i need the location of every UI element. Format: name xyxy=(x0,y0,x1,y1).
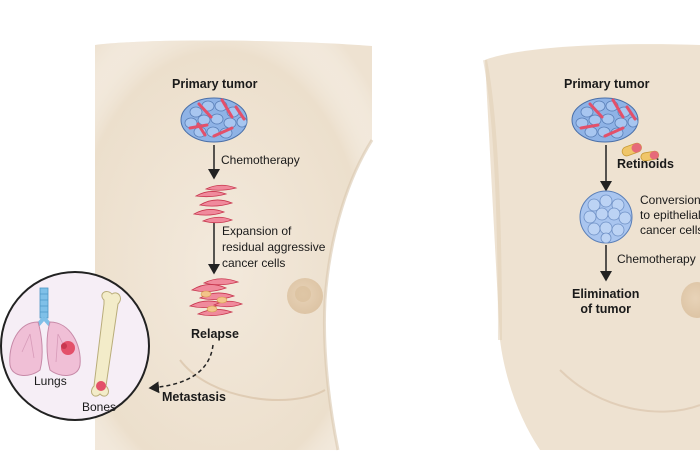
expansion-line-3: cancer cells xyxy=(222,256,286,270)
elimination-line-1: Elimination xyxy=(572,287,640,301)
expansion-label: Expansion of residual aggressive cancer … xyxy=(222,223,325,271)
conversion-line-2: to epithelial xyxy=(640,208,700,222)
right-chemotherapy-label: Chemotherapy xyxy=(617,252,696,266)
metastasis-label: Metastasis xyxy=(162,390,226,404)
expansion-line-2: residual aggressive xyxy=(222,240,326,254)
right-primary-tumor-label: Primary tumor xyxy=(564,77,650,91)
left-torso xyxy=(95,40,374,451)
conversion-label: Conversion to epithelial cancer cells xyxy=(640,193,700,238)
epithelial-sphere-icon xyxy=(579,190,633,244)
lungs-icon xyxy=(9,287,81,376)
mesenchymal-cells-icon xyxy=(192,184,238,224)
retinoids-label: Retinoids xyxy=(617,157,674,171)
lungs-label: Lungs xyxy=(34,374,67,388)
right-torso xyxy=(483,44,700,451)
relapse-cells-icon xyxy=(188,278,244,316)
left-chemotherapy-label: Chemotherapy xyxy=(221,153,300,167)
elimination-label: Elimination of tumor xyxy=(572,287,639,317)
relapse-label: Relapse xyxy=(191,327,239,341)
right-primary-tumor-icon xyxy=(571,97,639,143)
elimination-line-2: of tumor xyxy=(580,302,632,316)
conversion-line-1: Conversion xyxy=(640,193,700,207)
metastasis-arrow xyxy=(148,344,214,394)
left-primary-tumor-icon xyxy=(180,97,248,143)
bone-icon xyxy=(91,291,121,397)
retinoid-capsule-icon xyxy=(621,142,660,162)
left-primary-tumor-label: Primary tumor xyxy=(172,77,258,91)
bones-label: Bones xyxy=(82,400,117,414)
conversion-line-3: cancer cells xyxy=(640,223,700,237)
metastasis-inset xyxy=(0,271,150,421)
expansion-line-1: Expansion of xyxy=(222,224,292,238)
right-nipple xyxy=(681,282,700,318)
